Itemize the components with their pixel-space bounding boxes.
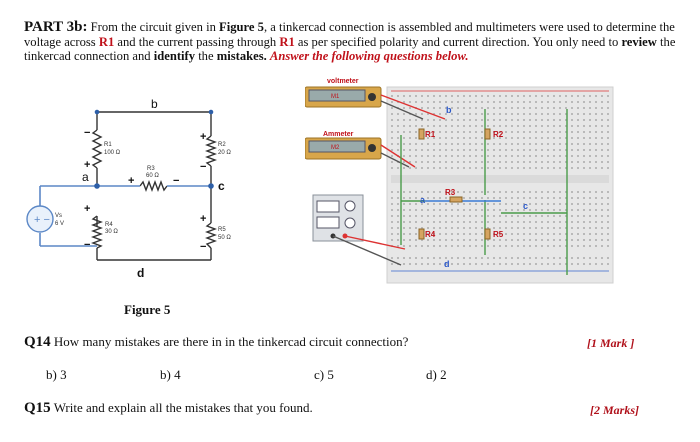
- q14-option-3[interactable]: c) 5: [314, 367, 334, 382]
- r5-label: R5: [218, 227, 226, 233]
- tk-r4-label: R4: [425, 230, 436, 239]
- svg-text:+: +: [200, 131, 206, 143]
- tinkercad-breadboard: voltmeter M1 Ammeter M2 R1: [305, 78, 614, 284]
- identify-keyword: identify: [153, 49, 196, 64]
- ammeter-label: Ammeter: [323, 131, 354, 138]
- svg-text:−: −: [200, 161, 206, 173]
- q14-option-4[interactable]: d) 2: [426, 367, 447, 382]
- vs-value: 6 V: [55, 221, 64, 227]
- node-d-label: d: [137, 266, 144, 280]
- r1-reference: R1: [279, 34, 295, 49]
- q15-text: Write and explain all the mistakes that …: [53, 400, 313, 415]
- q14-marks: [1 Mark ]: [587, 336, 635, 350]
- r4-label: R4: [105, 222, 113, 228]
- m1-label: M1: [331, 94, 340, 100]
- svg-text:+: +: [84, 203, 90, 215]
- r1-value: 100 Ω: [104, 150, 121, 156]
- svg-text:−: −: [84, 127, 90, 139]
- m2-label: M2: [331, 145, 340, 151]
- intro-text: , a tinkercad connection is assembled an…: [24, 20, 675, 49]
- intro-text: From the circuit given in: [90, 20, 216, 34]
- svg-text:+: +: [84, 159, 90, 171]
- r1-reference: R1: [98, 34, 115, 49]
- r4-value: 30 Ω: [105, 229, 118, 235]
- q14-number: Q14: [24, 334, 51, 350]
- figure-caption: Figure 5: [124, 302, 171, 317]
- svg-text:−: −: [200, 241, 206, 253]
- figure-reference: Figure 5: [219, 20, 264, 34]
- tk-r5-label: R5: [493, 230, 504, 239]
- node-c-label: c: [218, 179, 225, 193]
- tk-r2-label: R2: [493, 130, 504, 139]
- tk-node-a: a: [420, 195, 426, 205]
- q15-marks: [2 Marks]: [590, 403, 640, 417]
- r3-value: 60 Ω: [146, 173, 159, 179]
- svg-text:−: −: [173, 175, 179, 187]
- tk-node-c: c: [523, 201, 528, 211]
- r1-label: R1: [104, 142, 112, 148]
- vs-label: Vs: [55, 213, 62, 219]
- q14-option-2[interactable]: b) 4: [160, 367, 181, 382]
- instruction-text: Answer the following questions below: [269, 49, 466, 64]
- intro-text: the: [198, 49, 214, 64]
- tk-node-b: b: [446, 105, 452, 115]
- intro-text: as per specified polarity and current di…: [297, 34, 619, 49]
- node-a-label: a: [82, 170, 89, 184]
- r2-value: 20 Ω: [218, 150, 231, 156]
- r5-value: 50 Ω: [218, 235, 231, 241]
- question-14: Q14 How many mistakes are there in in th…: [24, 334, 408, 351]
- review-keyword: review: [621, 34, 657, 49]
- tk-r1-label: R1: [425, 130, 436, 139]
- node-b-label: b: [151, 98, 158, 111]
- svg-text:+: +: [128, 175, 134, 187]
- tk-r3-label: R3: [445, 188, 456, 197]
- svg-text:+ −: + −: [34, 214, 50, 226]
- mistakes-keyword: mistakes.: [216, 49, 267, 64]
- part-title: PART 3b:: [24, 19, 88, 35]
- svg-text:−: −: [84, 239, 90, 251]
- q14-option-1[interactable]: b) 3: [46, 367, 67, 382]
- svg-text:+: +: [200, 213, 206, 225]
- question-15: Q15 Write and explain all the mistakes t…: [24, 400, 313, 417]
- tk-node-d: d: [444, 259, 450, 269]
- q15-number: Q15: [24, 400, 51, 416]
- intro-text: and the current passing through: [117, 34, 277, 49]
- r3-label: R3: [147, 166, 155, 172]
- circuit-schematic: + − − + + − + − + − + − b a c d R1 100 Ω…: [26, 98, 231, 280]
- instruction-dot: .: [465, 49, 469, 64]
- question-intro: PART 3b: From the circuit given in Figur…: [24, 20, 676, 64]
- voltmeter-label: voltmeter: [327, 78, 359, 85]
- r2-label: R2: [218, 142, 226, 148]
- intro-text: the tinkercad connection and: [24, 34, 676, 64]
- q14-text: How many mistakes are there in in the ti…: [53, 334, 409, 349]
